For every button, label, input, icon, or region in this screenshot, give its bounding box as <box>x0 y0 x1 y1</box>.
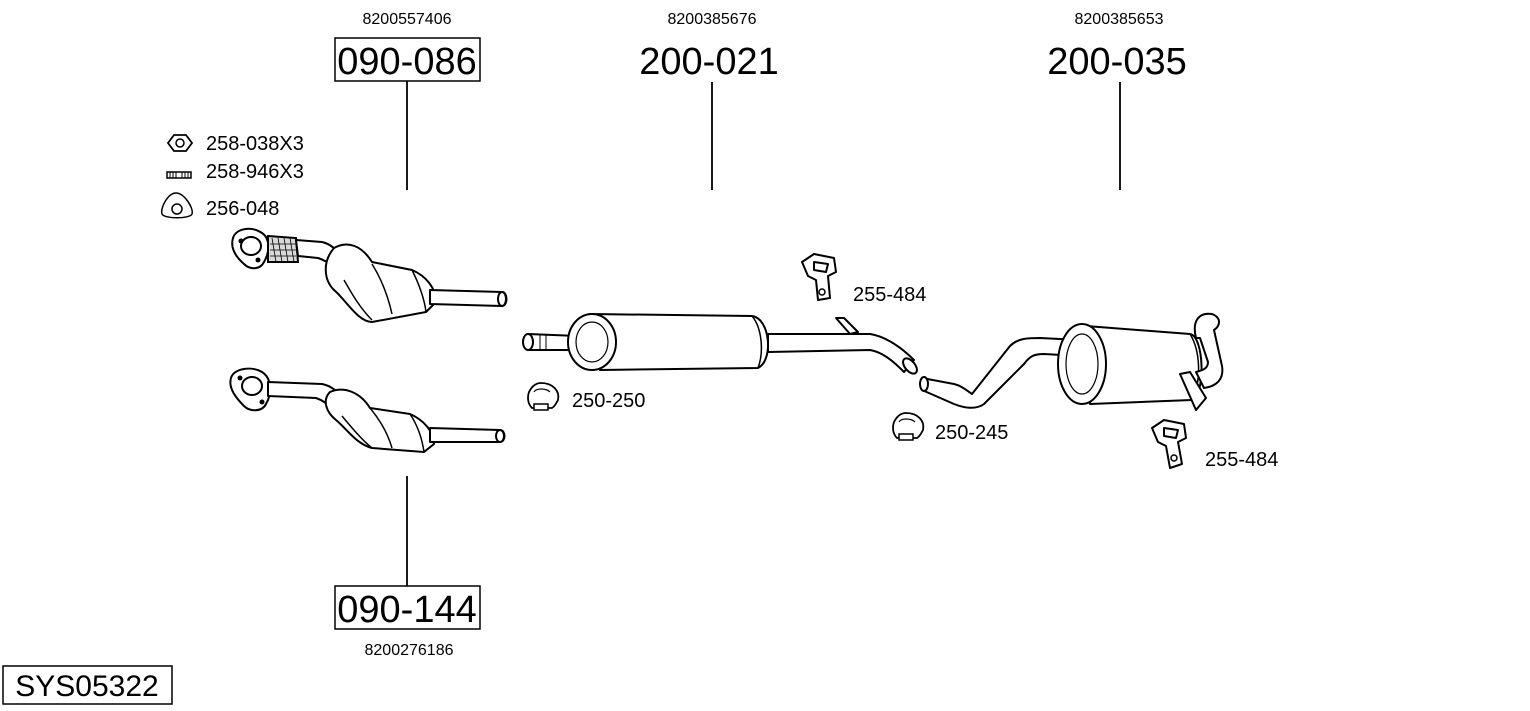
accessory-nut[interactable]: 258-038X3 <box>166 133 304 155</box>
accessory-label: 255-484 <box>853 284 926 306</box>
accessory-hanger-upper[interactable]: 255-484 <box>801 253 926 306</box>
part-number: 200-021 <box>639 41 778 83</box>
accessory-hanger-lower[interactable]: 255-484 <box>1151 419 1278 471</box>
oe-number: 8200276186 <box>365 642 454 659</box>
accessory-label: 255-484 <box>1205 449 1278 471</box>
oe-number: 8200385653 <box>1075 11 1164 28</box>
oe-number: 8200557406 <box>363 11 452 28</box>
part-label-200-021[interactable]: 8200385676 200-021 <box>639 11 779 190</box>
clamp-icon <box>892 412 925 441</box>
system-code: SYS05322 <box>15 670 158 703</box>
accessory-label: 250-250 <box>572 390 645 412</box>
accessory-label: 258-038X3 <box>206 133 304 155</box>
accessory-stud[interactable]: 258-946X3 <box>166 161 304 183</box>
part-number: 090-086 <box>337 41 476 83</box>
part-label-090-144[interactable]: 090-144 8200276186 <box>334 476 481 659</box>
accessory-clamp-250-250[interactable]: 250-250 <box>527 382 645 412</box>
stud-bolt-icon <box>166 171 192 179</box>
part-number-box <box>334 585 481 630</box>
system-code-label: SYS05322 <box>2 665 173 705</box>
nut-icon <box>166 134 194 152</box>
rubber-hanger-icon <box>801 253 837 301</box>
part-label-090-086[interactable]: 8200557406 090-086 <box>334 11 481 190</box>
oe-number: 8200385676 <box>668 11 757 28</box>
gasket-icon <box>160 192 193 219</box>
part-number: 200-035 <box>1047 41 1186 83</box>
accessory-label: 258-946X3 <box>206 161 304 183</box>
system-code-box <box>2 665 173 705</box>
part-label-200-035[interactable]: 8200385653 200-035 <box>1047 11 1187 190</box>
catalytic-converter-090-144[interactable] <box>229 367 506 453</box>
rubber-hanger-icon <box>1151 419 1187 469</box>
accessory-gasket[interactable]: 256-048 <box>160 192 280 220</box>
catalytic-converter-090-086[interactable] <box>231 227 508 323</box>
accessory-label: 250-245 <box>935 422 1008 444</box>
accessory-label: 256-048 <box>206 198 279 220</box>
rear-silencer-200-035[interactable] <box>919 312 1224 411</box>
accessory-clamp-250-245[interactable]: 250-245 <box>892 412 1008 444</box>
clamp-icon <box>527 382 560 411</box>
part-number-box <box>334 37 481 82</box>
part-number: 090-144 <box>337 589 476 631</box>
front-silencer-200-021[interactable] <box>522 313 920 376</box>
